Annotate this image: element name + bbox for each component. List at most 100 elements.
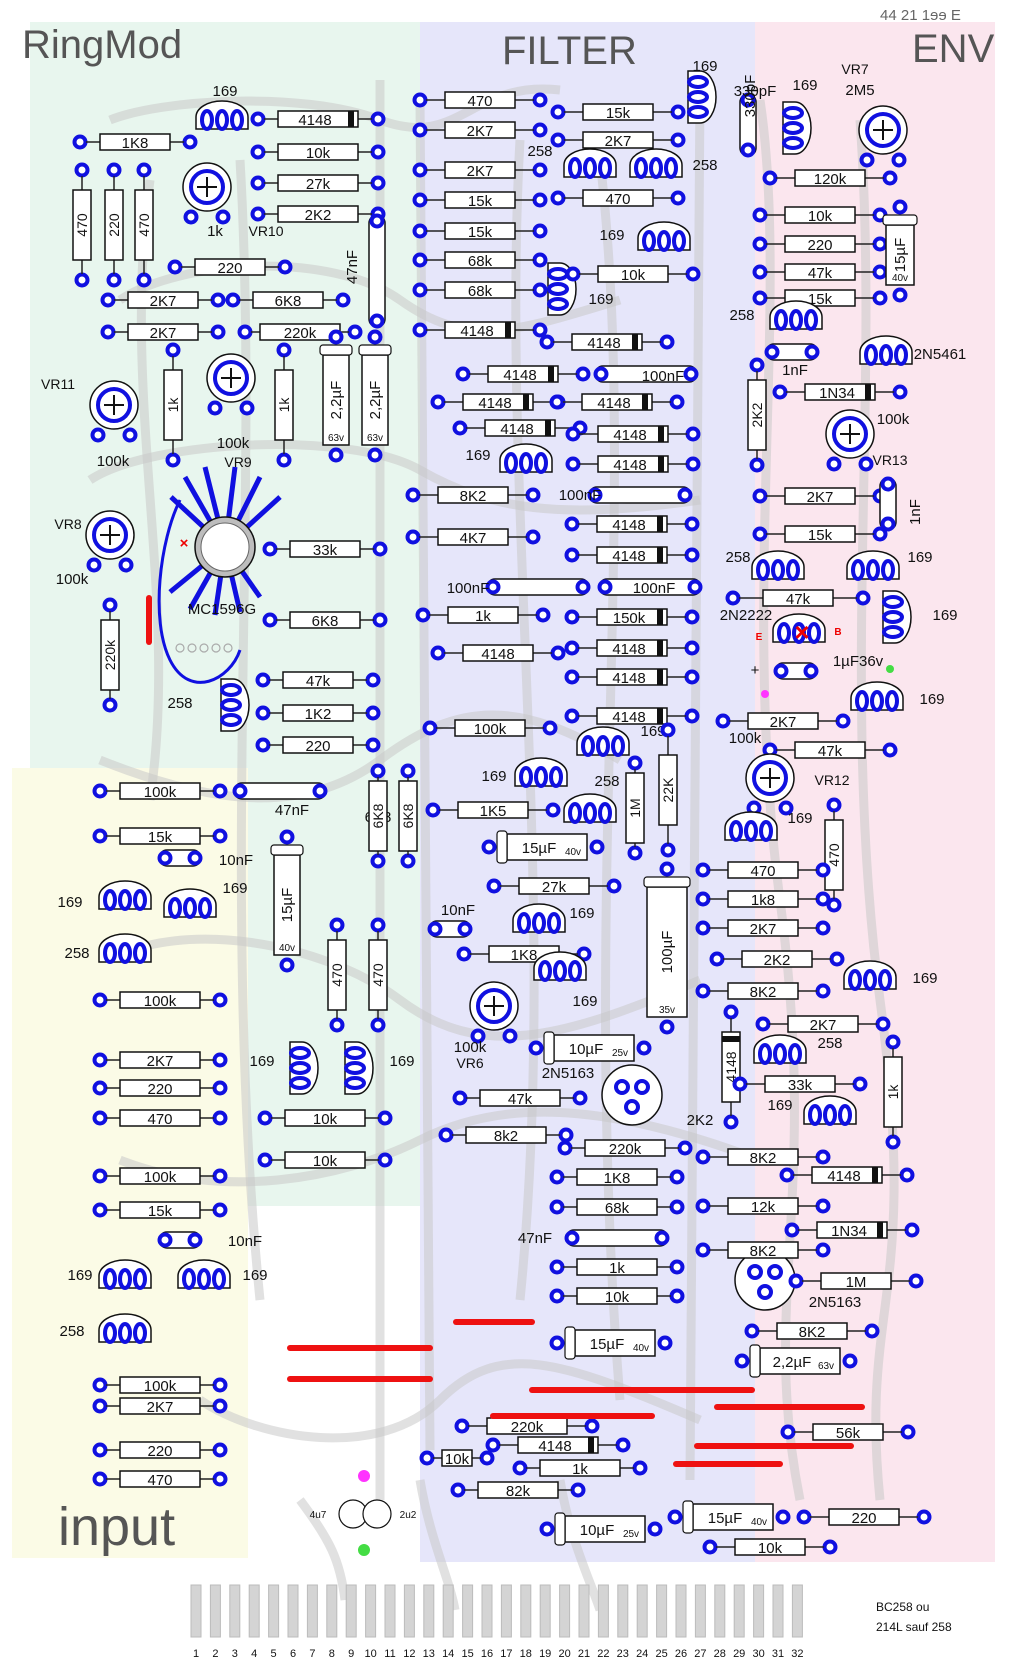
resistor-pad (826, 897, 842, 913)
resistor-body (444, 91, 516, 109)
electrolytic-body (885, 224, 915, 286)
resistor-pad (780, 1424, 796, 1440)
transistor-label: 169 (588, 291, 613, 308)
resistor-label: 2K7 (147, 1053, 174, 1070)
transistor-pad (289, 1076, 311, 1090)
transistor-label: 169 (389, 1053, 414, 1070)
resistor-label: 15k (606, 105, 631, 122)
diode-band (642, 394, 648, 410)
diode-body (597, 425, 669, 443)
resistor-pad (377, 1152, 393, 1168)
edge-pin-label: 6 (290, 1648, 296, 1660)
resistor-pad (695, 1242, 711, 1258)
resistor-pad (136, 272, 152, 288)
resistor-pad (725, 590, 741, 606)
resistor-body (776, 1322, 848, 1340)
resistor-pad (450, 1482, 466, 1498)
fet-label: 2N5163 (809, 1294, 862, 1311)
chip-top (200, 522, 250, 572)
capacitor-label: 100µF (659, 931, 676, 974)
electrolytic-top (564, 1326, 576, 1360)
edge-pin-label: 17 (500, 1648, 512, 1660)
transistor-pad (212, 1268, 226, 1290)
polarity-plus: + (751, 662, 760, 679)
diode-body (816, 1221, 888, 1239)
resistor-pad (875, 1016, 891, 1032)
edge-pin-label: 28 (714, 1648, 726, 1660)
fet-resistor-label: 2K2 (687, 1112, 714, 1129)
resistor-pad (455, 366, 471, 382)
resistor-label: 120k (814, 171, 847, 188)
electrolytic-top (554, 1512, 566, 1546)
resistor-label: 10k (313, 1153, 338, 1170)
capacitor-pad (187, 1232, 203, 1248)
resistor-pad (669, 1169, 685, 1185)
transistor-label: 169 (242, 1267, 267, 1284)
resistor-pad (685, 426, 701, 442)
transistor-pad (855, 690, 869, 712)
resistor-pad (702, 1539, 718, 1555)
resistor-label: 2K2 (764, 952, 791, 969)
resistor-pad (250, 206, 266, 222)
resistor-label: 68k (468, 283, 493, 300)
capacitor-voltage: 25v (623, 1529, 639, 1540)
transistor-pad (864, 344, 878, 366)
resistor-pad (695, 891, 711, 907)
capacitor-voltage: 40v (633, 1343, 649, 1354)
transistor-pad (517, 912, 531, 934)
resistor-pad (752, 488, 768, 504)
capacitor-pad (804, 344, 820, 360)
resistor-label: 1k8 (751, 892, 775, 909)
transistor-label: 169 (787, 810, 812, 827)
capacitor-label: 10nF (228, 1233, 262, 1250)
resistor-pad (370, 175, 386, 191)
diode-band (657, 669, 663, 685)
electrolytic-top (643, 876, 691, 888)
resistor-pad (606, 878, 622, 894)
trimmer-pad (183, 209, 199, 225)
resistor-pad (576, 946, 592, 962)
resistor-pad (92, 1110, 108, 1126)
resistor-pad (684, 640, 700, 656)
edge-pin-label: 4 (251, 1648, 257, 1660)
trimmer-pad (86, 557, 102, 573)
resistor-label: 1k (885, 1084, 901, 1100)
resistor-body (327, 939, 347, 1011)
resistor-body (368, 939, 388, 1011)
resistor-label: 220k (102, 639, 118, 670)
capacitor-pad (593, 366, 609, 382)
transistor-pad (200, 109, 214, 131)
diode-band (722, 1036, 740, 1042)
resistor-pad (365, 672, 381, 688)
resistor-label: 1M (627, 798, 643, 817)
capacitor-label: 10µF (569, 1041, 604, 1058)
resistor-pad (372, 612, 388, 628)
edge-pin-label: 8 (329, 1648, 335, 1660)
resistor-pad (422, 720, 438, 736)
resistor-pad (405, 487, 421, 503)
resistor-label: 15k (808, 291, 833, 308)
capacitor-body (565, 1229, 669, 1247)
transistor-pad (744, 820, 758, 842)
capacitor-body (368, 214, 386, 328)
capacitor-label: 1nF (907, 499, 924, 525)
transistor-pad (133, 1268, 147, 1290)
resistor-pad (400, 763, 416, 779)
resistor-pad (72, 134, 88, 150)
resistor-pad (165, 452, 181, 468)
transistor-pad (183, 897, 197, 919)
resistor-pad (549, 394, 565, 410)
trimmer-value: 100k (97, 453, 130, 470)
resistor-pad (575, 366, 591, 382)
diode-body (484, 419, 556, 437)
edge-finger (462, 1584, 474, 1638)
resistor-pad (542, 720, 558, 736)
resistor-body (794, 169, 866, 187)
resistor-pad (532, 92, 548, 108)
transistor-pad (118, 889, 132, 911)
diode-label: 4148 (500, 421, 533, 438)
resistor-pad (570, 1482, 586, 1498)
resistor-pad (908, 1273, 924, 1289)
resistor-body (99, 133, 171, 151)
section-title-env: ENV (912, 27, 995, 71)
